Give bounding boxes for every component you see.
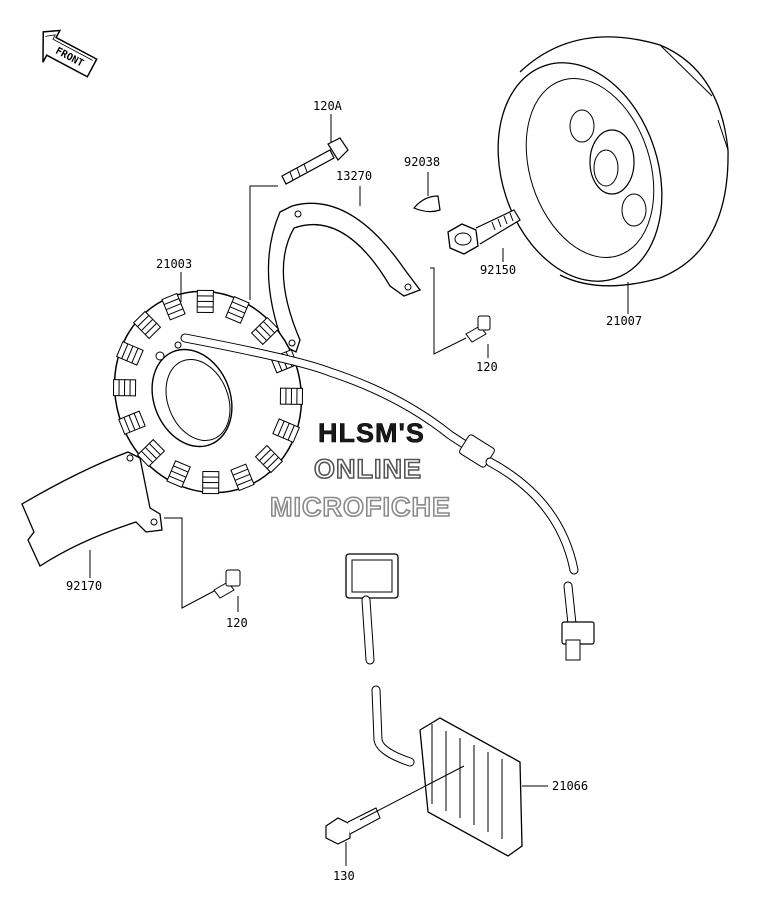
- stator-lamination: [121, 343, 129, 359]
- stator-lamination: [255, 328, 268, 341]
- stator-lamination: [229, 306, 245, 314]
- stator-lamination: [259, 449, 272, 462]
- stator-lamination: [128, 415, 136, 431]
- bolt-92150: [447, 209, 521, 255]
- stator-lamination: [133, 413, 141, 429]
- stator-lamination: [137, 315, 150, 327]
- stator-lamination: [144, 446, 157, 460]
- stator-lamination: [144, 322, 157, 335]
- front-arrow-icon: FRONT: [42, 29, 98, 78]
- stator-lamination: [277, 420, 285, 437]
- bolt-130: [325, 807, 381, 845]
- label-21066: 21066: [552, 779, 588, 793]
- stator-lamination: [232, 468, 249, 476]
- regulator-21066: [345, 553, 523, 857]
- stator-lamination: [141, 318, 154, 331]
- part-labels: 120A 13270 92038 21003 92150 21007 120 9…: [66, 99, 642, 883]
- watermark-line3: MICROFICHE: [270, 492, 451, 522]
- plate-13270: [267, 202, 422, 353]
- leader-lines: [89, 114, 629, 866]
- label-92038: 92038: [404, 155, 440, 169]
- woodruff-key-92038: [413, 195, 441, 213]
- stator-lamination: [263, 321, 275, 334]
- stator-lamination: [262, 453, 275, 466]
- stator-lamination: [236, 478, 253, 486]
- label-92150: 92150: [480, 263, 516, 277]
- watermark-line1: HLSM'S: [318, 418, 425, 448]
- stator-lamination: [287, 425, 295, 441]
- stator-lamination: [123, 417, 131, 433]
- stator-lamination: [148, 443, 161, 456]
- label-130: 130: [333, 869, 355, 883]
- screw-120-upper: [465, 315, 491, 343]
- label-21007: 21007: [606, 314, 642, 328]
- stator-lamination: [163, 298, 180, 306]
- stator-lamination: [126, 345, 134, 361]
- label-21003: 21003: [156, 257, 192, 271]
- stator-lamination: [171, 470, 187, 478]
- watermark-line2: ONLINE: [314, 454, 422, 484]
- stator-lamination: [167, 308, 184, 316]
- stator-harness: [180, 333, 595, 661]
- stator-lamination: [131, 347, 139, 364]
- stator-lamination: [231, 301, 248, 309]
- stator-lamination: [173, 465, 189, 473]
- stator-lamination: [259, 324, 272, 338]
- watermark: HLSM'S ONLINE MICROFICHE: [269, 418, 451, 523]
- rotor-flywheel: [497, 36, 729, 287]
- cover-92170: [21, 451, 163, 567]
- label-13270: 13270: [336, 169, 372, 183]
- stator-lamination: [165, 303, 182, 311]
- label-120-lower: 120: [226, 616, 248, 630]
- stator-lamination: [141, 450, 153, 463]
- stator-lamination: [282, 423, 290, 439]
- stator-lamination: [168, 475, 185, 483]
- label-120-upper: 120: [476, 360, 498, 374]
- label-92170: 92170: [66, 579, 102, 593]
- label-120a: 120A: [313, 99, 343, 113]
- stator-lamination: [266, 457, 279, 469]
- stator-lamination: [234, 473, 251, 481]
- screw-120-lower: [213, 569, 241, 599]
- stator-lamination: [227, 311, 243, 319]
- bolt-120a: [281, 137, 349, 185]
